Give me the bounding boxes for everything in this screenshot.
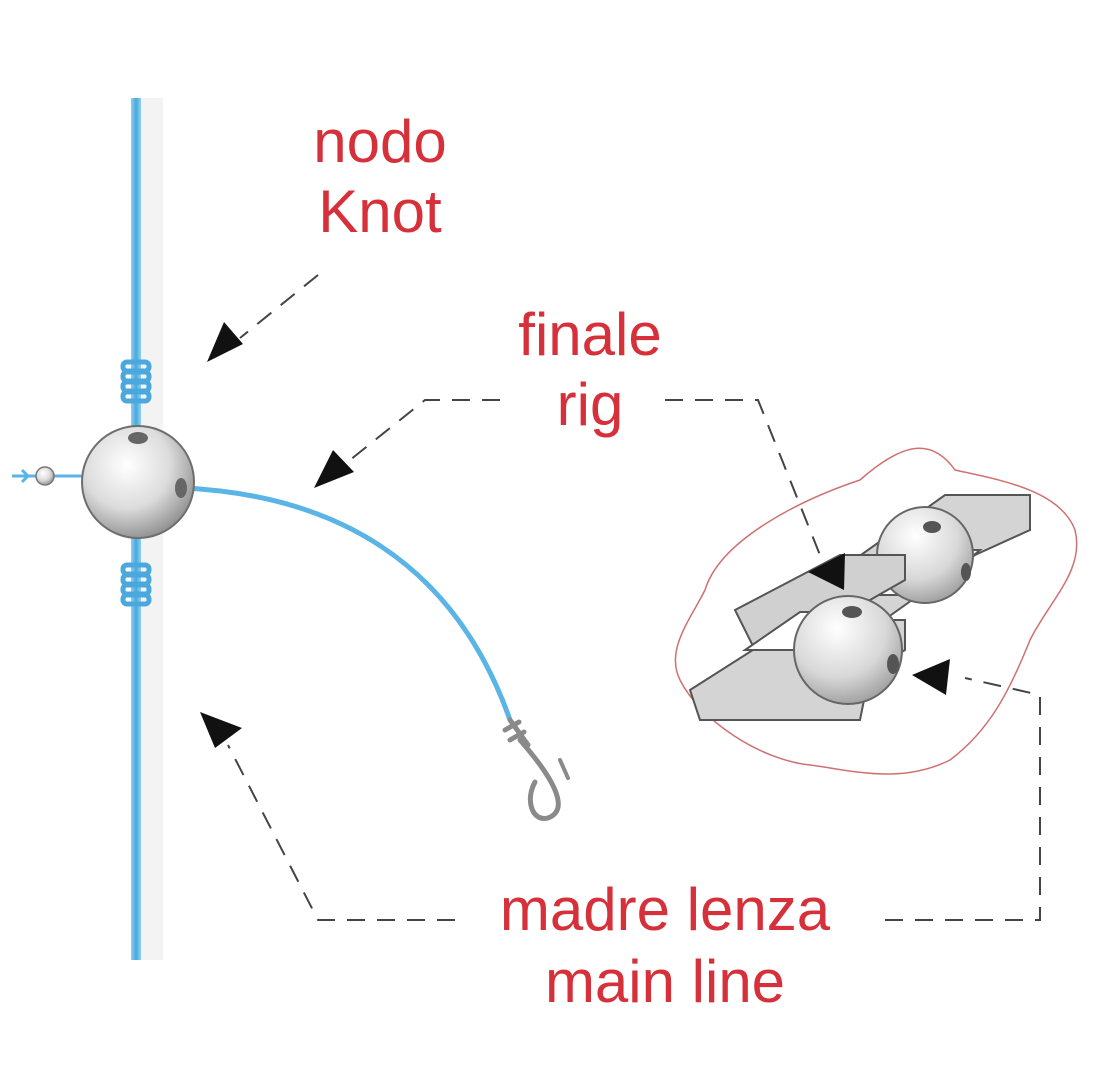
lower-plate xyxy=(688,554,906,721)
rig-leader-right xyxy=(665,399,821,556)
stop-bead xyxy=(12,466,85,486)
arrowheads xyxy=(200,322,950,748)
mainline-label-english: main line xyxy=(544,948,786,1015)
inset-illustration xyxy=(674,447,1078,775)
lower-ball xyxy=(793,595,903,705)
knot-coil-upper xyxy=(120,359,152,404)
rig-leader-left xyxy=(349,399,500,461)
leader-lines xyxy=(227,274,1041,921)
rig-label-italian: finale xyxy=(518,301,662,368)
knot-arrowhead xyxy=(207,322,243,362)
mainline-leader-right xyxy=(885,677,1041,921)
mainline-leader-left xyxy=(227,744,455,921)
knot-label-italian: nodo xyxy=(313,108,447,175)
knot-leader xyxy=(239,274,319,339)
rig-label-english: rig xyxy=(556,371,624,438)
rig-line xyxy=(184,485,513,721)
fish-hook xyxy=(502,717,570,821)
sinker-ball xyxy=(81,425,195,539)
knot-label-english: Knot xyxy=(318,178,442,245)
mainline-label-italian: madre lenza xyxy=(499,876,831,943)
inset-lower-arrowhead xyxy=(912,659,950,695)
inset-upper-arrowhead xyxy=(808,553,845,590)
mainline-arrowhead-left xyxy=(200,712,242,748)
knot-coil-lower xyxy=(120,562,152,607)
rig-arrowhead xyxy=(314,450,354,488)
